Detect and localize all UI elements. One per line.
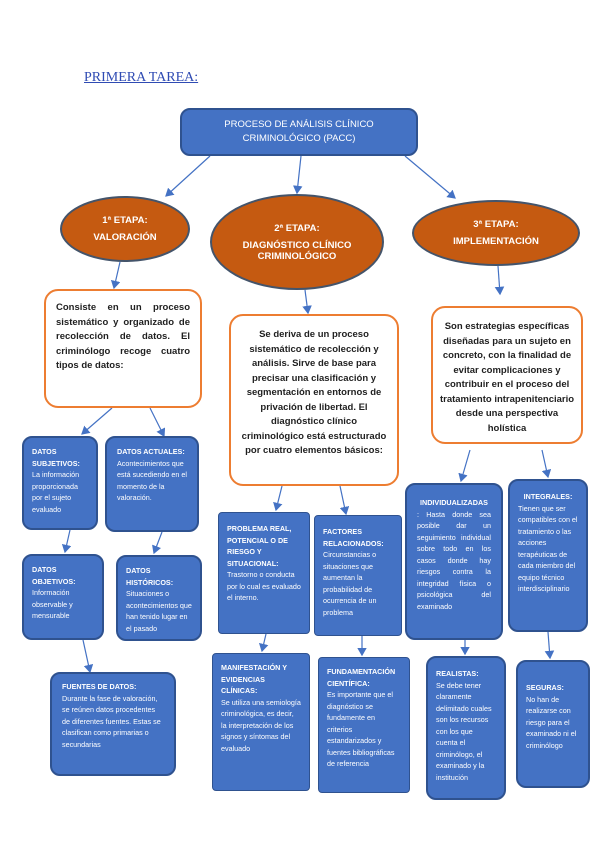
box-datos-historicos-title: DATOS HISTÓRICOS: xyxy=(126,566,174,587)
stage1-name: VALORACIÓN xyxy=(93,232,157,243)
stage1-oval: 1ª ETAPA: VALORACIÓN xyxy=(60,196,190,262)
box-datos-objetivos-text: Información observable y mensurable xyxy=(32,588,73,620)
arrow-root-stage2 xyxy=(293,155,303,195)
box-problema-real-title: PROBLEMA REAL, POTENCIAL O DE RIESGO Y S… xyxy=(227,524,292,568)
box-individualizadas-title: INDIVIDUALIZADAS xyxy=(420,498,488,507)
stage2-oval: 2ª ETAPA: DIAGNÓSTICO CLÍNICO CRIMINOLÓG… xyxy=(210,194,384,290)
arrow-desc1-subjetivos xyxy=(81,407,113,435)
box-manifestacion: MANIFESTACIÓN Y EVIDENCIAS CLÍNICAS: Se … xyxy=(212,653,310,791)
box-datos-objetivos-title: DATOS OBJETIVOS: xyxy=(32,565,76,586)
box-fuentes-de-datos: FUENTES DE DATOS: Durante la fase de val… xyxy=(50,672,176,776)
arrow-objetivos-fuentes xyxy=(82,639,94,674)
box-factores-relacionados-text: Circunstancias o situaciones que aumenta… xyxy=(323,550,377,617)
stage2-description: Se deriva de un proceso sistemático de r… xyxy=(229,314,399,486)
arrow-root-stage3 xyxy=(404,155,456,199)
box-realistas-text: Se debe tener claramente delimitado cual… xyxy=(436,680,492,782)
box-individualizadas-text: : Hasta donde sea posible dar un seguimi… xyxy=(417,509,491,611)
box-datos-objetivos: DATOS OBJETIVOS: Información observable … xyxy=(22,554,104,640)
stage3-name: IMPLEMENTACIÓN xyxy=(453,236,539,247)
root-process-box: PROCESO DE ANÁLISIS CLÍNICO CRIMINOLÓGIC… xyxy=(180,108,418,156)
box-realistas-title: REALISTAS: xyxy=(436,669,479,678)
box-datos-subjetivos: DATOS SUBJETIVOS: La información proporc… xyxy=(22,436,98,530)
box-manifestacion-title: MANIFESTACIÓN Y EVIDENCIAS CLÍNICAS: xyxy=(221,663,287,695)
box-problema-real: PROBLEMA REAL, POTENCIAL O DE RIESGO Y S… xyxy=(218,512,310,634)
box-integrales-text: Tienen que ser compatibles con el tratam… xyxy=(518,503,578,594)
stage3-oval: 3ª ETAPA: IMPLEMENTACIÓN xyxy=(412,200,580,266)
arrow-subjetivos-objetivos xyxy=(61,529,72,554)
box-fundamentacion-title: FUNDAMENTACIÓN CIENTÍFICA: xyxy=(327,667,396,688)
arrow-desc3-integrales xyxy=(541,449,552,479)
box-integrales: INTEGRALES: Tienen que ser compatibles c… xyxy=(508,479,588,632)
box-fundamentacion-text: Es importante que el diagnóstico se fund… xyxy=(327,690,395,768)
box-manifestacion-text: Se utiliza una semiología criminológica,… xyxy=(221,697,301,753)
stage2-name: DIAGNÓSTICO CLÍNICO CRIMINOLÓGICO xyxy=(242,239,352,262)
root-line-2: CRIMINOLÓGICO (PACC) xyxy=(242,133,356,144)
box-datos-historicos-text: Situaciones o acontecimientos que han te… xyxy=(126,589,192,633)
box-seguras: SEGURAS: No han de realizarse con riesgo… xyxy=(516,660,590,788)
arrow-integrales-seguras xyxy=(544,631,555,660)
box-integrales-title: INTEGRALES: xyxy=(523,492,573,501)
stage3-number: 3ª ETAPA: xyxy=(473,219,519,230)
arrow-desc3-individualizadas xyxy=(458,449,471,483)
arrow-root-stage1 xyxy=(165,155,211,197)
arrow-problema-manifestacion xyxy=(258,633,269,653)
arrow-desc1-actuales xyxy=(149,407,166,438)
box-datos-subjetivos-text: La información proporcionada por el suje… xyxy=(32,470,80,514)
box-fundamentacion: FUNDAMENTACIÓN CIENTÍFICA: Es importante… xyxy=(318,657,410,793)
box-factores-relacionados: FACTORES RELACIONADOS: Circunstancias o … xyxy=(314,515,402,636)
stage1-number: 1ª ETAPA: xyxy=(102,215,148,226)
box-individualizadas: INDIVIDUALIZADAS : Hasta donde sea posib… xyxy=(405,483,503,640)
stage1-description-text: Consiste en un proceso sistemático y org… xyxy=(56,302,190,371)
stage2-description-bold: cuatro elementos básicos xyxy=(263,445,380,456)
box-fuentes-de-datos-title: FUENTES DE DATOS: xyxy=(62,682,137,691)
stage2-number: 2ª ETAPA: xyxy=(274,222,320,234)
arrow-stage3-desc xyxy=(494,265,505,296)
arrow-stage1-desc xyxy=(110,261,121,290)
arrow-desc2-factores xyxy=(339,485,350,516)
box-datos-historicos: DATOS HISTÓRICOS: Situaciones o aconteci… xyxy=(116,555,202,641)
arrow-actuales-historicos xyxy=(152,531,163,555)
stage2-description-text: Se deriva de un proceso sistemático de r… xyxy=(241,329,387,456)
box-realistas: REALISTAS: Se debe tener claramente deli… xyxy=(426,656,506,800)
box-factores-relacionados-title: FACTORES RELACIONADOS: xyxy=(323,527,384,548)
box-fuentes-de-datos-text: Durante la fase de valoración, se reúnen… xyxy=(62,693,161,749)
box-datos-actuales-text: Acontecimientos que está sucediendo en e… xyxy=(117,458,187,503)
arrow-desc2-problema xyxy=(273,485,283,512)
box-datos-subjetivos-title: DATOS SUBJETIVOS: xyxy=(32,447,80,468)
arrow-stage2-desc xyxy=(302,289,312,315)
stage3-description-text: Son estrategias específicas diseñadas pa… xyxy=(439,321,575,434)
stage2-description-end: : xyxy=(379,445,383,456)
stage1-description: Consiste en un proceso sistemático y org… xyxy=(44,289,202,408)
page-title: PRIMERA TAREA: xyxy=(84,70,199,85)
stage3-description: Son estrategias específicas diseñadas pa… xyxy=(431,306,583,444)
root-line-1: PROCESO DE ANÁLISIS CLÍNICO xyxy=(224,119,374,130)
box-datos-actuales-title: DATOS ACTUALES: xyxy=(117,447,185,456)
box-problema-real-text: Trastorno o conducta por lo cual es eval… xyxy=(227,570,301,602)
box-seguras-title: SEGURAS: xyxy=(526,683,564,692)
box-datos-actuales: DATOS ACTUALES: Acontecimientos que está… xyxy=(105,436,199,532)
box-seguras-text: No han de realizarse con riesgo para el … xyxy=(526,694,577,750)
